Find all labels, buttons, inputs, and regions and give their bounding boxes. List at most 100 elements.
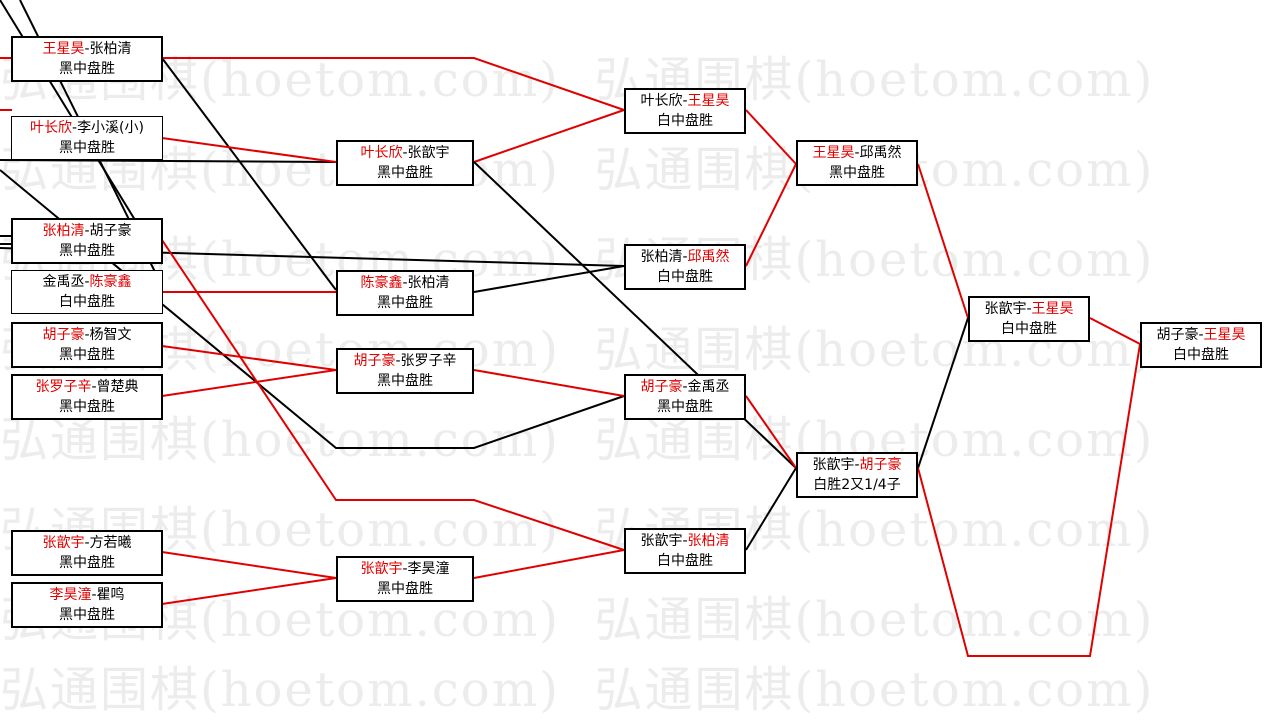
match-box: 胡子豪-张罗子辛 黑中盘胜 (336, 348, 474, 394)
match-result: 黑中盘胜 (829, 165, 885, 181)
player-name: 方若曦 (89, 535, 132, 551)
player-name: 张歆宇 (360, 561, 403, 577)
separator: - (395, 353, 401, 369)
match-result: 白中盘胜 (657, 113, 713, 129)
match-result: 黑中盘胜 (377, 165, 433, 181)
player-name: 张柏清 (640, 249, 683, 265)
player-name: 胡子豪 (353, 353, 396, 369)
player-name: 王星昊 (1203, 327, 1246, 343)
player-name: 张柏清 (89, 41, 132, 57)
match-result: 黑中盘胜 (59, 399, 115, 415)
player-name: 金禹丞 (687, 379, 730, 395)
separator: - (1198, 327, 1204, 343)
player-name: 金禹丞 (42, 274, 85, 290)
player-name: 李小溪(小) (77, 120, 144, 136)
connector-line (0, 169, 625, 449)
player-name: 李昊潼 (407, 561, 450, 577)
player-name: 张柏清 (687, 533, 730, 549)
player-name: 叶长欣 (30, 120, 72, 136)
connector-line (473, 549, 625, 579)
separator: - (84, 274, 90, 290)
match-box: 叶长欣-张歆宇 黑中盘胜 (336, 140, 474, 186)
connector-line (0, 159, 337, 163)
match-box: 张柏清-邱禹然 白中盘胜 (624, 244, 746, 290)
separator: - (84, 327, 90, 343)
match-box: 王星昊-邱禹然 黑中盘胜 (796, 140, 918, 186)
player-name: 张歆宇 (812, 457, 855, 473)
player-name: 王星昊 (42, 41, 85, 57)
match-box: 李昊潼-瞿鸣 黑中盘胜 (11, 582, 163, 628)
match-result: 白胜2又1/4子 (813, 477, 901, 493)
match-box: 叶长欣-王星昊 白中盘胜 (624, 88, 746, 134)
separator: - (91, 587, 97, 603)
connector-line (745, 395, 797, 469)
player-name: 李昊潼 (49, 587, 92, 603)
player-name: 叶长欣 (640, 93, 683, 109)
match-box: 张歆宇-张柏清 白中盘胜 (624, 528, 746, 574)
match-result: 黑中盘胜 (59, 607, 115, 623)
connector-line (917, 163, 969, 319)
match-result: 黑中盘胜 (377, 295, 433, 311)
separator: - (84, 41, 90, 57)
match-box: 王星昊-张柏清 黑中盘胜 (11, 36, 163, 82)
match-result: 白中盘胜 (657, 553, 713, 569)
player-name: 张歆宇 (42, 535, 85, 551)
match-result: 黑中盘胜 (59, 140, 115, 156)
connector-line (161, 551, 337, 579)
player-name: 张歆宇 (984, 301, 1027, 317)
match-box: 张歆宇-李昊潼 黑中盘胜 (336, 556, 474, 602)
player-name: 张柏清 (42, 223, 85, 239)
match-box: 叶长欣-李小溪(小) 黑中盘胜 (11, 116, 163, 160)
separator: - (402, 145, 408, 161)
separator: - (682, 249, 688, 265)
player-name: 张柏清 (407, 275, 450, 291)
separator: - (854, 457, 860, 473)
connector-line (161, 137, 337, 163)
connector-line (473, 109, 625, 163)
separator: - (682, 379, 688, 395)
match-box: 张歆宇-王星昊 白中盘胜 (968, 296, 1090, 342)
connector-line (161, 369, 337, 397)
player-name: 张罗子辛 (35, 379, 92, 395)
match-result: 黑中盘胜 (59, 555, 115, 571)
match-result: 黑中盘胜 (59, 347, 115, 363)
match-box: 张歆宇-胡子豪 白胜2又1/4子 (796, 452, 918, 498)
player-name: 陈豪鑫 (89, 274, 132, 290)
player-name: 胡子豪 (1156, 327, 1199, 343)
separator: - (682, 533, 688, 549)
player-name: 陈豪鑫 (360, 275, 403, 291)
separator: - (84, 535, 90, 551)
player-name: 胡子豪 (42, 327, 85, 343)
player-name: 邱禹然 (859, 145, 902, 161)
player-name: 曾楚典 (96, 379, 139, 395)
connector-line (745, 163, 797, 267)
connector-line (917, 343, 1141, 657)
connector-line (473, 265, 625, 293)
separator: - (682, 93, 688, 109)
player-name: 张罗子辛 (400, 353, 457, 369)
match-result: 黑中盘胜 (59, 243, 115, 259)
match-box: 胡子豪-金禹丞 黑中盘胜 (624, 374, 746, 420)
connector-line (473, 161, 797, 469)
match-box: 胡子豪-王星昊 白中盘胜 (1140, 322, 1262, 368)
player-name: 张歆宇 (640, 533, 683, 549)
separator: - (402, 561, 408, 577)
connector-line (1089, 317, 1141, 345)
match-box: 张歆宇-方若曦 黑中盘胜 (11, 530, 163, 576)
match-result: 白中盘胜 (657, 269, 713, 285)
player-name: 胡子豪 (859, 457, 902, 473)
connector-line (917, 317, 969, 469)
player-name: 胡子豪 (640, 379, 683, 395)
player-name: 瞿鸣 (96, 587, 125, 603)
connector-line (161, 239, 625, 551)
match-box: 胡子豪-杨智文 黑中盘胜 (11, 322, 163, 368)
separator: - (84, 223, 90, 239)
match-box: 金禹丞-陈豪鑫 白中盘胜 (11, 270, 163, 314)
separator: - (402, 275, 408, 291)
separator: - (854, 145, 860, 161)
player-name: 王星昊 (812, 145, 855, 161)
connector-line (745, 467, 797, 551)
match-result: 白中盘胜 (1173, 347, 1229, 363)
match-box: 张罗子辛-曾楚典 黑中盘胜 (11, 374, 163, 420)
match-box: 张柏清-胡子豪 黑中盘胜 (11, 218, 163, 264)
